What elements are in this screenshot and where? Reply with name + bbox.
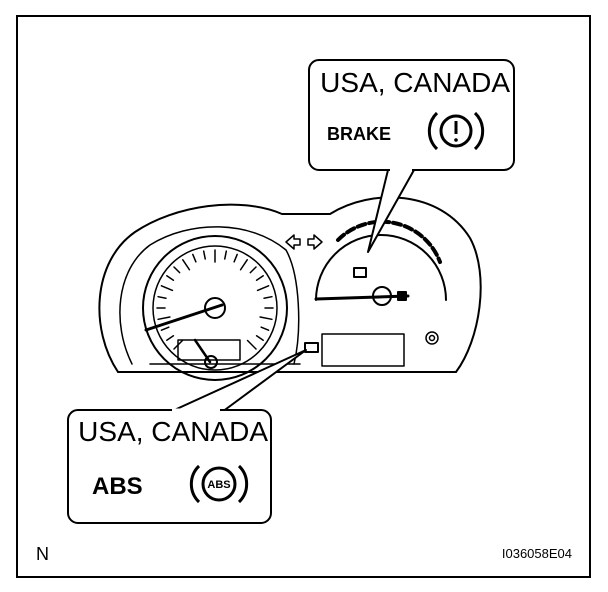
speedometer-hub: [204, 297, 226, 319]
brake-warning-lamp: [353, 267, 367, 278]
abs-callout-label: ABS: [92, 473, 143, 500]
speedometer-tick: [182, 259, 191, 271]
speedometer-tick: [160, 326, 170, 331]
speedometer-tick: [263, 295, 273, 299]
speedometer-tick: [224, 250, 228, 260]
trip-reset-knob-outer: [425, 331, 439, 345]
speedometer-tick: [173, 266, 181, 274]
trip-reset-knob-inner: [428, 334, 436, 342]
speedometer-tick: [239, 259, 248, 271]
speedometer-tick: [157, 316, 171, 321]
brake-callout-region: USA, CANADA: [320, 67, 510, 98]
meter-housing-outline: [98, 196, 482, 373]
speedometer-tick: [233, 253, 238, 263]
speedometer-tick: [255, 275, 264, 281]
odometer-hub: [204, 355, 218, 369]
odometer-needle: [193, 338, 212, 364]
tachometer-needle-tip: [397, 291, 407, 301]
corner-label: N: [36, 544, 49, 564]
figure-frame: [16, 15, 591, 578]
speedometer-outer-ring: [142, 235, 288, 381]
speedometer-tick: [160, 285, 174, 292]
abs-callout-box: [67, 409, 272, 524]
abs-callout-region: USA, CANADA: [78, 416, 268, 447]
speedometer-tick: [166, 275, 175, 281]
brake-callout: USA, CANADA BRAKE: [308, 59, 515, 253]
tachometer-arc: [315, 234, 447, 301]
abs-warning-lamp: [304, 342, 319, 353]
turn-signal-right-icon: [307, 234, 323, 250]
speedometer-tick: [249, 266, 257, 274]
brake-warning-icon: [427, 111, 485, 151]
speedometer-inner-ring: [152, 245, 278, 371]
abs-callout: USA, CANADA ABS ABS: [67, 349, 307, 524]
tachometer-needle: [314, 294, 410, 301]
abs-warning-icon-text: ABS: [207, 479, 230, 491]
figure-id: I036058E04: [502, 546, 572, 561]
speedometer-tick: [166, 335, 175, 341]
speedometer-tick: [192, 253, 197, 263]
speedometer-tick: [256, 285, 270, 292]
tachometer-scale: [336, 219, 442, 264]
speedometer-tick: [255, 335, 264, 341]
speedometer-tick: [260, 326, 270, 331]
speedometer-tick: [157, 295, 167, 299]
speedometer-needle: [144, 303, 224, 332]
multi-information-display: [321, 333, 405, 367]
combination-meter: [98, 196, 482, 381]
turn-signal-left-icon: [285, 234, 301, 250]
speedometer-ticks: [156, 249, 274, 350]
speedometer-lower-window: [177, 339, 241, 361]
brake-callout-label: BRAKE: [327, 124, 391, 144]
abs-warning-icon: [189, 464, 249, 504]
speedometer-tick: [202, 250, 206, 260]
speedometer-tick: [246, 339, 257, 350]
speedometer-tick: [259, 316, 273, 321]
meter-inner-rim: [119, 226, 300, 365]
